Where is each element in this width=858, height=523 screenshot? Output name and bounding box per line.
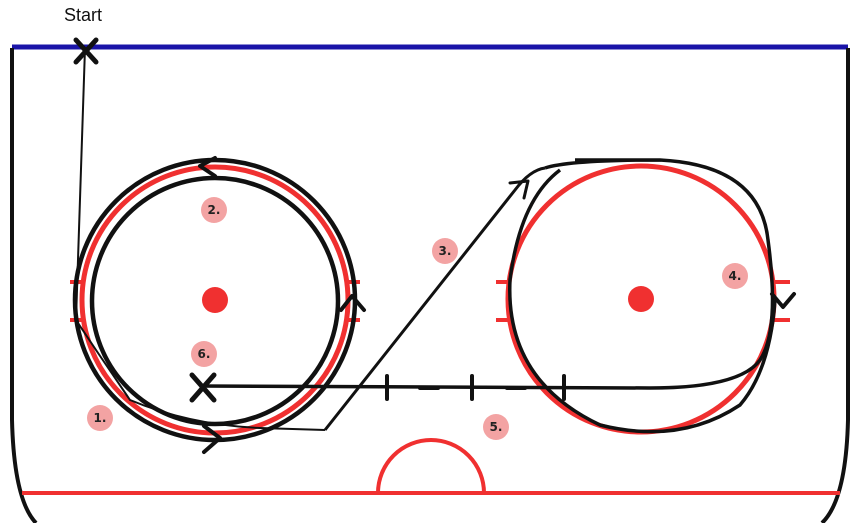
cone-markers — [385, 374, 566, 401]
arrow-down-icon — [770, 292, 796, 309]
start-x-mark-icon — [73, 37, 99, 65]
step-badge-5: 5. — [483, 414, 509, 440]
step-badge-4: 4. — [722, 263, 748, 289]
start-label: Start — [64, 5, 103, 25]
arrow-up-icon — [339, 294, 366, 312]
rink-boards — [10, 48, 850, 523]
arrow-diagonal-head-icon — [508, 179, 530, 200]
goal-crease — [376, 438, 486, 494]
end-x-mark-icon — [189, 372, 217, 403]
diagonal-path — [323, 166, 546, 431]
step-badge-6: 6. — [191, 341, 217, 367]
step-badge-2: 2. — [201, 197, 227, 223]
left-faceoff-dot — [202, 287, 228, 313]
start-path — [74, 47, 326, 431]
right-faceoff-circle — [496, 163, 790, 435]
right-faceoff-dot — [628, 286, 654, 312]
right-circle-skate-path — [199, 158, 775, 390]
step-badge-3: 3. — [432, 238, 458, 264]
step-badge-1: 1. — [87, 405, 113, 431]
arrow-right-icon — [202, 424, 222, 454]
arrow-left-icon — [198, 156, 217, 178]
right-loop-outer — [508, 168, 777, 434]
